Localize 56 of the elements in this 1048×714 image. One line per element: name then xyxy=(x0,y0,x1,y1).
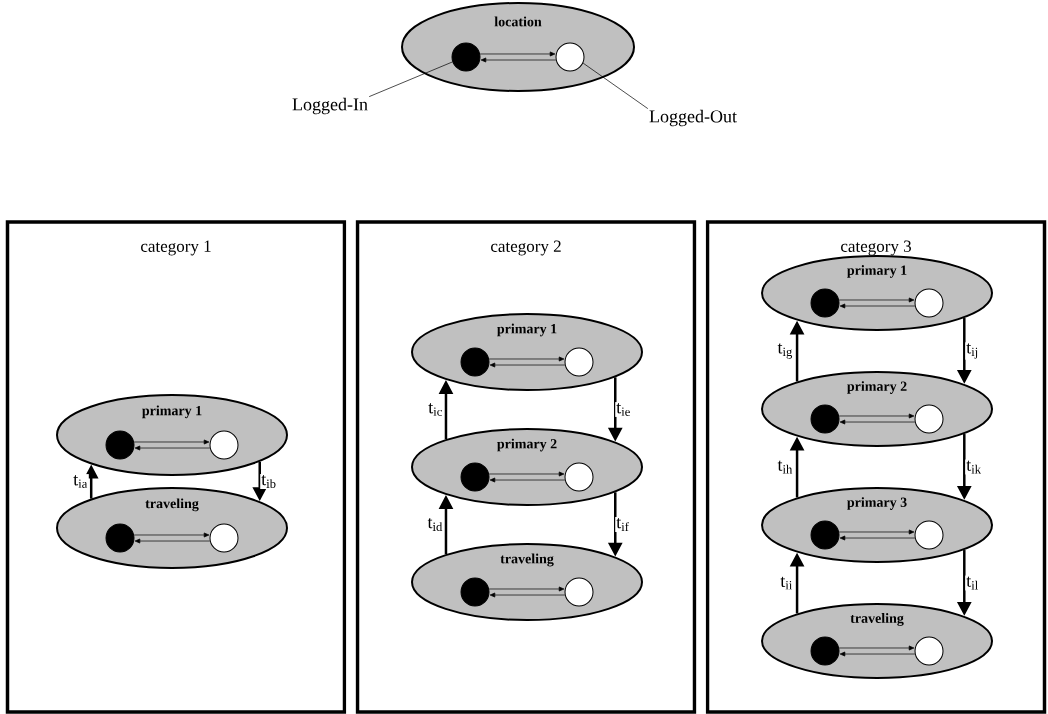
transition-arrow xyxy=(838,645,915,651)
transition-arrow xyxy=(839,303,916,309)
transition-arrow xyxy=(839,419,916,425)
state-dot xyxy=(810,404,840,434)
state-dot xyxy=(555,42,585,72)
edge-label: t$_{il}$ xyxy=(966,576,978,590)
state-dot xyxy=(460,347,490,377)
transition-arrow xyxy=(488,586,565,592)
edge-label: t$_{ic}$ xyxy=(428,403,442,416)
transition-arrow xyxy=(489,362,566,368)
edge-label: t$_{if}$ xyxy=(616,518,629,532)
state-dot xyxy=(451,42,481,72)
leader-line xyxy=(368,61,453,97)
state-dot xyxy=(209,430,239,460)
edge-label: t$_{ik}$ xyxy=(966,460,982,474)
transition-arrow xyxy=(134,445,211,451)
edge-label: t$_{ig}$ xyxy=(777,343,793,359)
state-dot xyxy=(914,288,944,318)
state-dot xyxy=(914,520,944,550)
state-dot xyxy=(810,520,840,550)
transition-arrow xyxy=(133,532,210,538)
leader-line xyxy=(582,62,649,109)
transition-arrow xyxy=(839,651,916,657)
transition-arrow xyxy=(489,477,566,483)
edge-label: t$_{ih}$ xyxy=(777,460,793,474)
transition-arrow xyxy=(480,57,557,63)
transition-arrow xyxy=(488,471,565,477)
state-dot xyxy=(460,577,490,607)
state-dot xyxy=(460,462,490,492)
transition-arrow xyxy=(838,529,915,535)
state-dot xyxy=(914,404,944,434)
edge-label: t$_{id}$ xyxy=(427,518,443,532)
edge-label: t$_{ib}$ xyxy=(261,475,276,489)
state-dot xyxy=(209,523,239,553)
state-dot xyxy=(810,636,840,666)
state-dot xyxy=(105,430,135,460)
transition-arrow xyxy=(838,413,915,419)
edge-label: t$_{ia}$ xyxy=(73,475,88,488)
state-label: Logged-Out xyxy=(649,109,737,127)
transition-arrow xyxy=(838,297,915,303)
edge-label: t$_{ij}$ xyxy=(966,343,978,359)
transition-arrow xyxy=(489,592,566,598)
state-dot xyxy=(914,636,944,666)
state-dot xyxy=(105,523,135,553)
state-dot xyxy=(564,462,594,492)
transition-arrow xyxy=(479,51,556,57)
state-dot xyxy=(810,288,840,318)
edge-label: t$_{ii}$ xyxy=(780,576,793,590)
state-dot xyxy=(564,347,594,377)
state-dot xyxy=(564,577,594,607)
edge-label: t$_{ie}$ xyxy=(616,403,630,416)
transition-arrow xyxy=(488,356,565,362)
transition-arrow xyxy=(839,535,916,541)
state-label: Logged-In xyxy=(292,97,368,115)
transition-arrow xyxy=(134,538,211,544)
transition-arrow xyxy=(133,439,210,445)
